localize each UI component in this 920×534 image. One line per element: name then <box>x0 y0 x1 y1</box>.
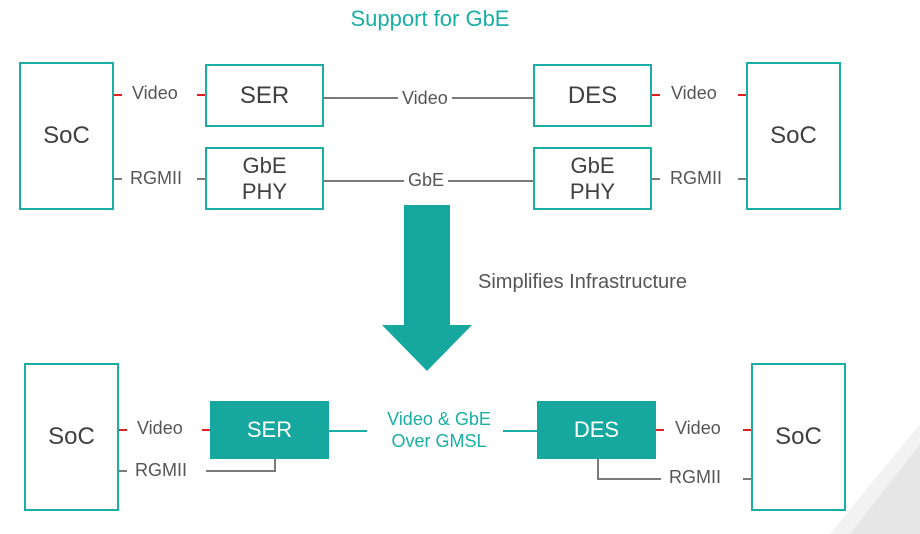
bottom-soc-right: SoC <box>751 363 846 511</box>
top-soc-right-label: SoC <box>770 122 817 149</box>
bottom-gmsl-label-line1: Video & GbE <box>387 409 491 429</box>
top-rgmii-left-tick-a <box>114 178 122 180</box>
top-video-left-mark-a <box>114 94 122 96</box>
bottom-video-right-mark-b <box>743 429 751 431</box>
down-arrow-icon <box>382 205 472 371</box>
bottom-soc-left-label: SoC <box>48 423 95 450</box>
bottom-des-label: DES <box>573 417 620 442</box>
top-des-box: DES <box>533 64 652 127</box>
bottom-gmsl-line-left <box>329 430 367 432</box>
page-curl-decoration <box>830 424 920 534</box>
bottom-rgmii-left-label: RGMII <box>131 460 191 481</box>
arrow-caption: Simplifies Infrastructure <box>478 271 687 293</box>
top-rgmii-left-label: RGMII <box>126 168 186 189</box>
bottom-gmsl-line-right <box>503 430 537 432</box>
bottom-soc-left: SoC <box>24 363 119 511</box>
top-rgmii-right-label: RGMII <box>666 168 726 189</box>
bottom-ser-label: SER <box>246 417 293 442</box>
top-soc-right: SoC <box>746 62 841 210</box>
top-video-right-label: Video <box>667 83 721 104</box>
bottom-rgmii-left-tick <box>119 470 127 472</box>
top-video-mid-label: Video <box>398 88 452 109</box>
top-phy-right-line1: GbE <box>570 152 615 178</box>
bottom-rgmii-right-run <box>597 478 661 480</box>
top-soc-left: SoC <box>19 62 114 210</box>
bottom-rgmii-right-drop <box>597 459 599 479</box>
top-ser-label: SER <box>239 81 290 109</box>
bottom-rgmii-left-drop <box>274 459 276 471</box>
top-rgmii-right-tick-a <box>652 178 660 180</box>
top-video-left-label: Video <box>128 83 182 104</box>
top-phy-left-line1: GbE <box>242 152 287 178</box>
top-video-left-mark-b <box>197 94 205 96</box>
top-phy-right-line2: PHY <box>569 178 616 204</box>
bottom-soc-right-label: SoC <box>775 423 822 450</box>
top-ser-box: SER <box>205 64 324 127</box>
top-phy-left-line2: PHY <box>241 178 288 204</box>
diagram-title: Support for GbE <box>350 6 510 31</box>
bottom-rgmii-right-label: RGMII <box>665 467 725 488</box>
bottom-video-left-mark-b <box>202 429 210 431</box>
top-video-right-mark-a <box>652 94 660 96</box>
top-rgmii-right-tick-b <box>738 178 746 180</box>
bottom-video-right-label: Video <box>671 418 725 439</box>
bottom-rgmii-right-tick <box>743 478 751 480</box>
top-soc-left-label: SoC <box>43 122 90 149</box>
top-phy-right-box: GbE PHY <box>533 147 652 210</box>
top-gbe-mid-label: GbE <box>404 170 449 191</box>
bottom-des-box: DES <box>537 401 656 459</box>
bottom-gmsl-label-line2: Over GMSL <box>391 431 487 451</box>
bottom-video-right-mark-a <box>656 429 664 431</box>
bottom-video-left-mark-a <box>119 429 127 431</box>
bottom-gmsl-label: Video & GbE Over GMSL <box>372 408 506 452</box>
top-phy-left-box: GbE PHY <box>205 147 324 210</box>
top-des-label: DES <box>567 81 618 109</box>
top-video-right-mark-b <box>738 94 746 96</box>
top-rgmii-left-tick-b <box>197 178 205 180</box>
bottom-ser-box: SER <box>210 401 329 459</box>
bottom-video-left-label: Video <box>133 418 187 439</box>
bottom-rgmii-left-run-a <box>206 470 276 472</box>
